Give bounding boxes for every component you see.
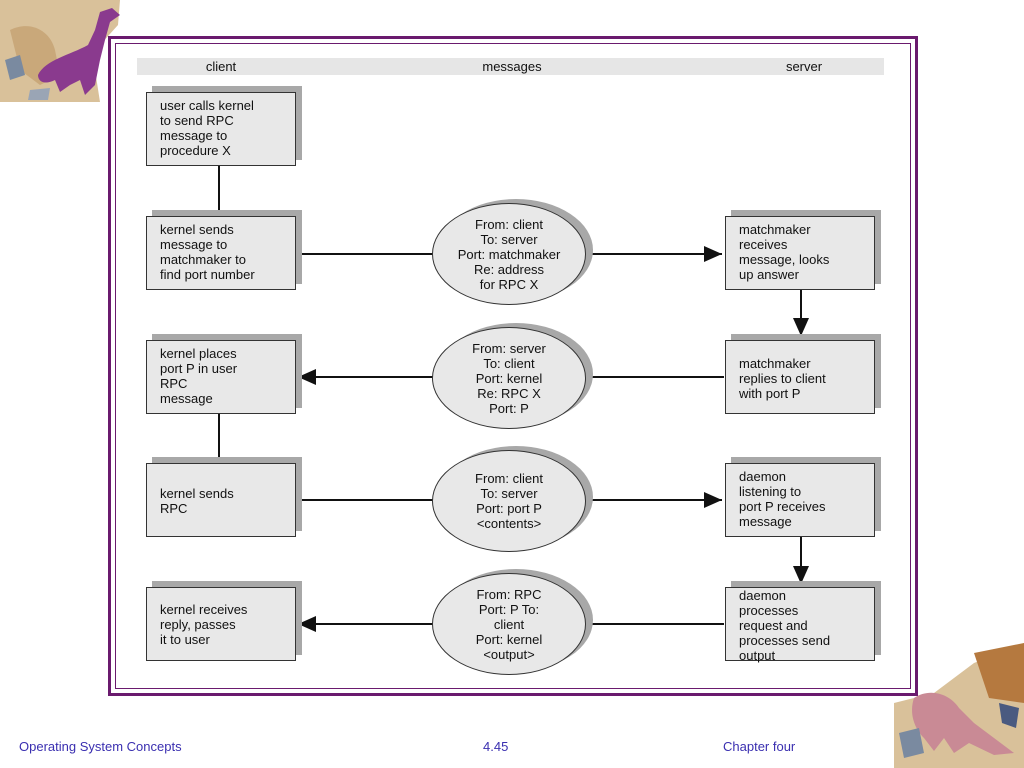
server-box-2: matchmaker replies to client with port P — [725, 340, 875, 414]
footer-title: Operating System Concepts — [19, 739, 182, 754]
header-bar — [137, 58, 884, 75]
server-box-3: daemon listening to port P receives mess… — [725, 463, 875, 537]
header-client: client — [205, 59, 237, 74]
client-box-4: kernel sends RPC — [146, 463, 296, 537]
message-ellipse-1: From: client To: server Port: matchmaker… — [432, 203, 586, 305]
client-box-1: user calls kernel to send RPC message to… — [146, 92, 296, 166]
server-box-1: matchmaker receives message, looks up an… — [725, 216, 875, 290]
dinosaur-bottom-right-icon — [894, 643, 1024, 768]
header-server: server — [785, 59, 823, 74]
footer-chapter: Chapter four — [723, 739, 796, 754]
client-box-5: kernel receives reply, passes it to user — [146, 587, 296, 661]
client-box-2: kernel sends message to matchmaker to fi… — [146, 216, 296, 290]
header-messages: messages — [482, 59, 542, 74]
message-ellipse-4: From: RPC Port: P To: client Port: kerne… — [432, 573, 586, 675]
footer-page-number: 4.45 — [483, 739, 509, 754]
dinosaur-top-left-icon — [0, 0, 120, 102]
message-ellipse-3: From: client To: server Port: port P <co… — [432, 450, 586, 552]
message-ellipse-2: From: server To: client Port: kernel Re:… — [432, 327, 586, 429]
client-box-3: kernel places port P in user RPC message — [146, 340, 296, 414]
server-box-4: daemon processes request and processes s… — [725, 587, 875, 663]
